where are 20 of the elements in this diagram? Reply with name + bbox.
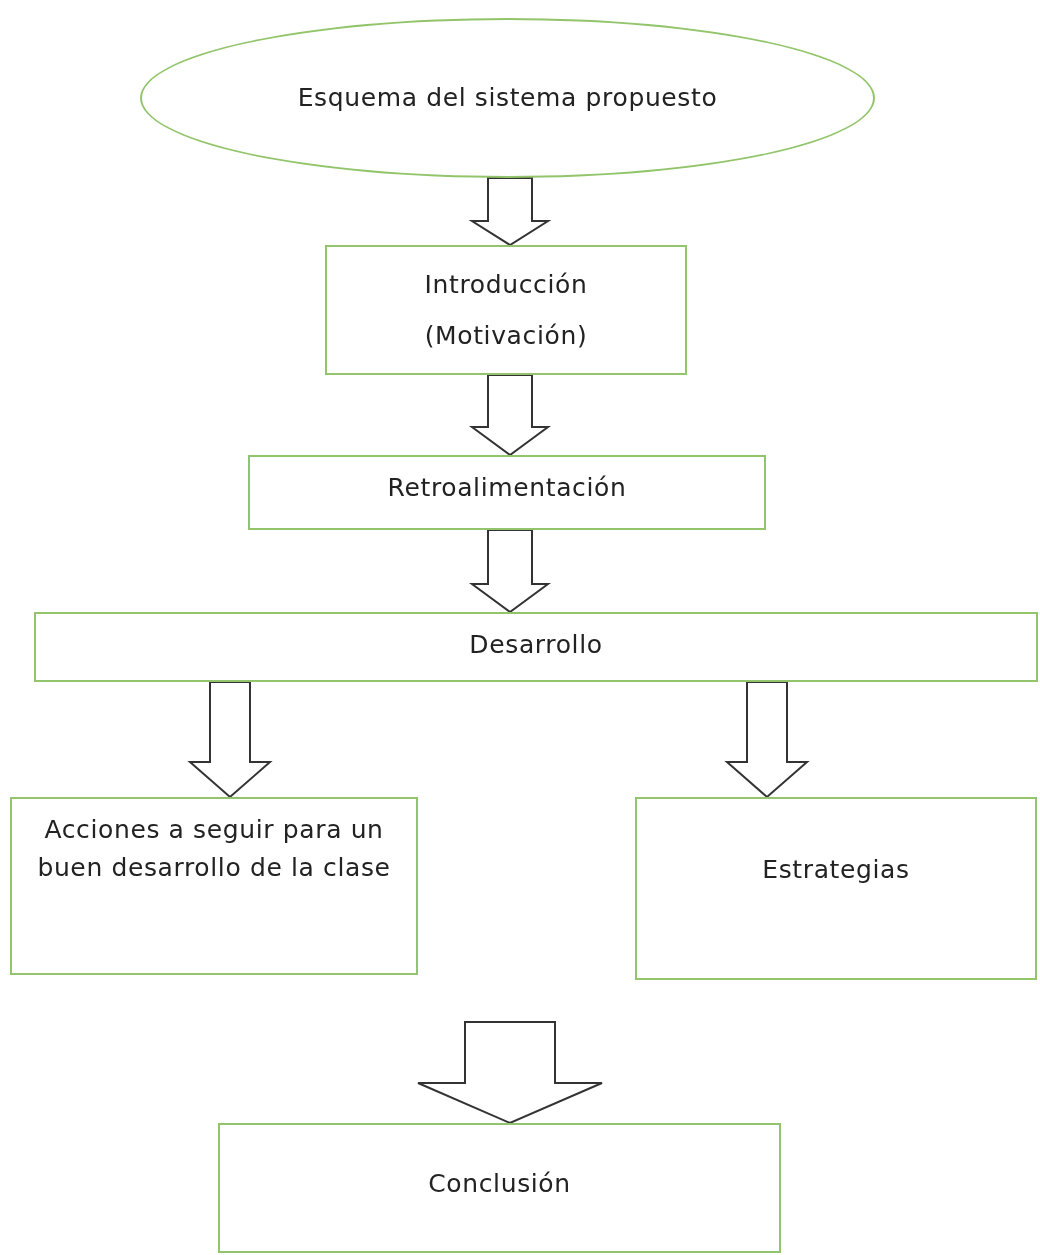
process-box <box>34 612 1038 682</box>
process-box <box>10 797 418 975</box>
process-box <box>248 455 766 530</box>
box-label: Esquema del sistema propuesto <box>297 82 718 114</box>
box-label: Estrategias <box>762 854 910 886</box>
box-label: Retroalimentación <box>387 472 627 504</box>
block-arrow <box>468 529 552 614</box>
box-label: (Motivación) <box>424 319 588 352</box>
block-arrow <box>187 681 273 799</box>
block-arrow <box>724 681 810 799</box>
process-box <box>325 245 687 375</box>
block-arrow <box>417 1021 603 1125</box>
process-box <box>218 1123 781 1253</box>
block-arrow <box>468 177 552 247</box>
box-label: Introducción <box>424 268 588 301</box>
box-label: Desarrollo <box>469 629 603 661</box>
process-box <box>635 797 1037 980</box>
block-arrow <box>468 374 552 457</box>
box-label: Acciones a seguir para un buen desarrollo de la clase <box>36 814 392 884</box>
box-label: Conclusión <box>428 1168 571 1200</box>
